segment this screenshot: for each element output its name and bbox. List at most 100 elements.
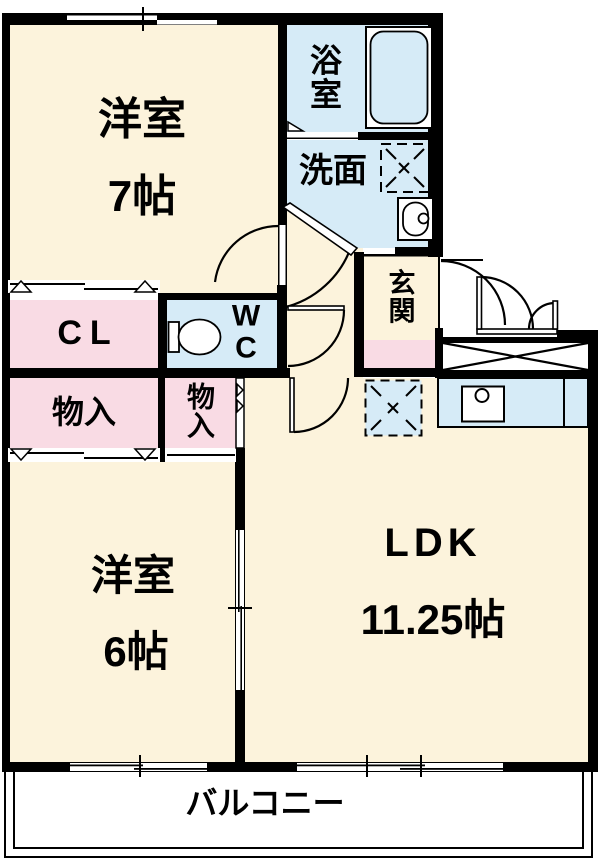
window-tick [366, 755, 368, 777]
storage-door-panel-line [84, 457, 158, 459]
hall-ldk-door-leaf [289, 377, 295, 433]
meter-box-x-icon [442, 341, 589, 372]
wall-bath-washroom [358, 132, 433, 140]
kitchen-counter-icon [437, 377, 589, 428]
hall-ldk-door-arc [293, 377, 350, 434]
label-western6-size: 6帖 [103, 627, 169, 675]
top-window-tick [142, 7, 144, 31]
closet-door-triangle-icon [9, 279, 33, 293]
storage-mid-door-strip [235, 377, 245, 449]
balcony-inner-rail [13, 770, 584, 849]
west7-door-arc [213, 224, 280, 283]
divider-sliding-door [236, 530, 244, 690]
label-western7-size: 7帖 [107, 171, 177, 221]
entry-door-child-arc [527, 301, 556, 330]
wall-wc-right [277, 285, 287, 368]
closet-door-panel-line [84, 288, 158, 290]
wc-door-leaf [287, 305, 345, 311]
entry-door-outer-arc [440, 259, 507, 326]
balcony-outer-rail [4, 770, 593, 858]
wall-closet-wc [158, 300, 167, 368]
bath-door-fold-icon [287, 120, 306, 132]
sliding-door-panel-line [240, 606, 242, 690]
kitchen-faucet-icon [474, 388, 490, 403]
label-storage-mid: 物入 [186, 381, 215, 442]
closet-door-panel-line [10, 283, 85, 285]
washroom-door-leaf [281, 202, 359, 257]
wall-right-lower [588, 330, 598, 772]
wall-meterbox-top [435, 337, 598, 343]
wall-entrance-bottom [354, 368, 443, 377]
label-western7-name: 洋室 [98, 94, 186, 144]
window-pane-line [400, 768, 503, 770]
bath-door-line [287, 137, 358, 139]
wc-door-arc [287, 309, 346, 368]
wall-entrance-right-lower [435, 328, 443, 378]
meter-box [442, 341, 589, 372]
entrance-step-line [364, 254, 438, 257]
toilet-bowl-icon [177, 318, 222, 356]
entry-lintel-line [441, 259, 483, 261]
washing-machine-space-icon [380, 143, 430, 193]
openings [8, 7, 503, 777]
wall-storage-divider [158, 378, 165, 462]
balcony-railing [4, 770, 593, 858]
entrance-floor [364, 254, 438, 340]
label-washroom: 洗面 [299, 152, 367, 191]
storage-mid-door-triangle-icon [236, 398, 245, 414]
toilet-tank-icon [167, 321, 180, 353]
entry-door-main-leaf [476, 276, 483, 330]
wall-wc-top [158, 293, 287, 300]
window-pane-line [70, 764, 143, 767]
window-pane-line [297, 764, 425, 767]
label-storage-left: 物入 [51, 394, 117, 431]
wall-left [2, 13, 10, 770]
entry-door-main-arc [480, 275, 535, 330]
entry-door-child-leaf [552, 300, 559, 330]
bathtub-inner-icon [369, 30, 429, 125]
storage-door-triangle-icon [9, 448, 33, 462]
label-ldk-name: LDK [384, 521, 482, 565]
washroom-floor [287, 140, 428, 248]
label-bath: 浴室 [309, 42, 342, 112]
western-room-6-floor [8, 462, 235, 762]
refrigerator-space-icon [364, 379, 423, 437]
door-jamb [278, 225, 280, 285]
western-room-7-floor [10, 25, 278, 293]
storage-mid-door-triangle-icon [236, 382, 245, 398]
west7-door-opening [278, 225, 287, 285]
label-ldk-size: 11.25帖 [360, 595, 506, 643]
fixtures [167, 26, 589, 437]
ldk-floor [245, 378, 588, 762]
kitchen-sink-icon [461, 385, 505, 423]
window-pane-line [134, 768, 207, 770]
label-entrance: 玄関 [388, 268, 416, 327]
storage-door-panel-line [10, 452, 84, 454]
top-window-slit [67, 15, 157, 20]
window-tick [420, 755, 422, 777]
balcony-floor [5, 770, 592, 857]
sliding-door-panel-line [238, 530, 240, 612]
door-jamb [285, 225, 287, 285]
bath-door-opening [287, 132, 358, 140]
entrance-door-jamb-line [438, 257, 440, 330]
bottom-window-right [297, 763, 503, 771]
window-tick [139, 755, 141, 777]
bottom-window-left [70, 763, 207, 771]
label-closet: CL [57, 314, 119, 353]
wash-basin-faucet-icon [417, 212, 430, 225]
label-western6-name: 洋室 [90, 551, 176, 599]
top-window-slit [157, 20, 217, 25]
wall-mid-band [2, 368, 290, 378]
doors [213, 224, 556, 434]
wall-washroom-bottom [395, 247, 443, 256]
wall-meterbox-bottom [435, 370, 598, 378]
storage-mid-floor [165, 377, 236, 448]
wall-entrance-left [354, 252, 364, 377]
storage-door-panel-line [167, 454, 235, 456]
closet-door-triangle-icon [133, 279, 157, 293]
entrance-step-strip [364, 340, 438, 368]
wall-west7-right [278, 25, 287, 225]
